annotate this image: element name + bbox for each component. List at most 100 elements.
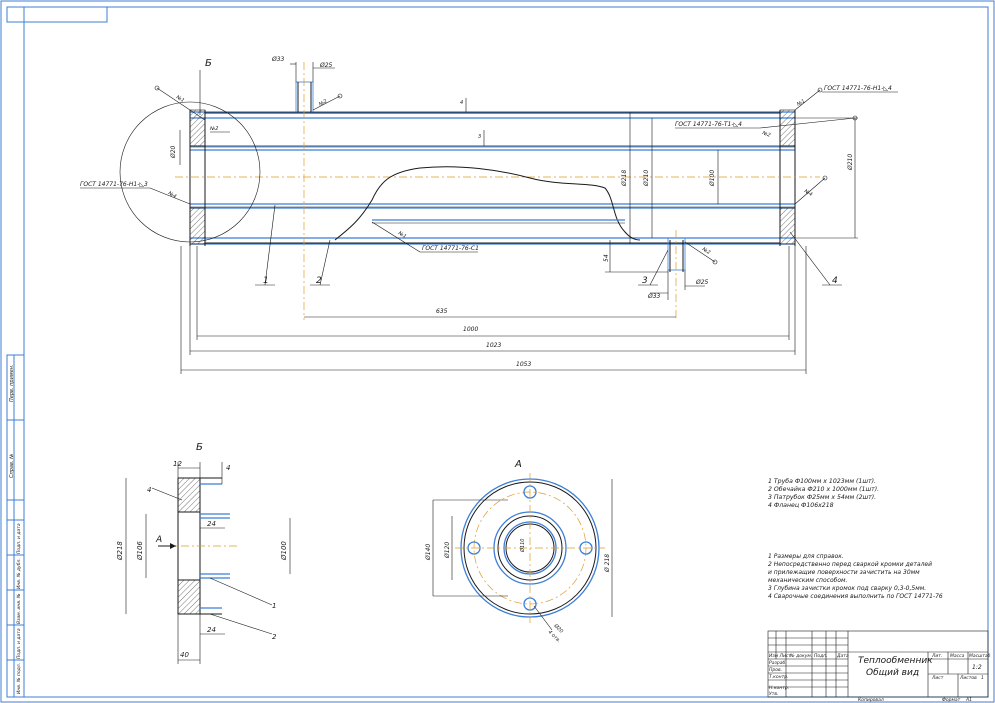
view-dim-d218: Ø 218 — [604, 554, 611, 573]
dim-h54: 54 — [603, 254, 610, 262]
gost-h1-right: ГОСТ 14771-76-Н1-◺4 — [824, 85, 892, 92]
weld-n2-a: №2 — [209, 126, 218, 132]
tb-lit: Лит. — [931, 653, 942, 659]
view-dim-d120: Ø120 — [444, 542, 451, 559]
gost-h1-left: ГОСТ 14771-76-Н1-◺3 — [80, 181, 148, 188]
parts-list-item: 2 Обечайка Ф210 х 1000мм (1шт). — [768, 485, 879, 493]
detail-dim-24-bot: 24 — [207, 626, 216, 634]
position-3: 3 — [642, 276, 648, 286]
parts-list-item: 4 Фланец Ф106х218 — [768, 502, 834, 509]
inv-dubl-label: Инв. № дубл. — [16, 558, 22, 589]
tb-tkontr: Т.контр. — [769, 674, 789, 680]
tb-date: Дата — [836, 653, 849, 659]
detail-pos-4: 4 — [147, 486, 151, 494]
dim-d20: Ø20 — [170, 145, 177, 159]
inv-podl-label: Инв. № подл. — [16, 663, 22, 694]
detail-dim-d106: Ø106 — [136, 541, 144, 561]
detail-b-title: Б — [196, 442, 203, 453]
note-line: и прилежащие поверхности зачистить на 30… — [768, 569, 920, 576]
note-line: 2 Непосредственно перед сваркой кромки д… — [768, 561, 932, 568]
tb-nkontr: Н.контр. — [769, 685, 789, 691]
gost-t1: ГОСТ 14771-76-Т1-◺4 — [675, 121, 742, 128]
weld-n1-b: №1 — [795, 98, 806, 108]
detail-pos-1: 1 — [272, 602, 276, 610]
dim-t4: 4 — [460, 100, 463, 106]
note-line: 1 Размеры для справок. — [768, 553, 844, 560]
detail-dim-24-top: 24 — [207, 520, 216, 528]
dim-d33-bot: Ø33 — [647, 293, 661, 300]
detail-dim-d100: Ø100 — [280, 541, 288, 561]
weld-n1-c: №1 — [396, 230, 407, 240]
dim-l1053: 1053 — [516, 361, 531, 368]
arrow-a-label: А — [155, 535, 162, 545]
weld-n4-a: №4 — [166, 190, 177, 200]
parts-list: 1 Труба Ф100мм х 1023мм (1шт). 2 Обечайк… — [768, 477, 879, 509]
tb-izm: Изм Лист — [769, 653, 791, 659]
perv-primen-label: Перв. примен. — [9, 364, 15, 402]
tb-format-value: А1 — [965, 697, 972, 703]
parts-list-item: 1 Труба Ф100мм х 1023мм (1шт). — [768, 477, 876, 485]
drawing-title: Теплообменник — [858, 656, 933, 666]
position-2: 2 — [316, 276, 322, 286]
weld-n4-b: №4 — [802, 188, 813, 198]
position-1: 1 — [263, 276, 269, 286]
tb-list: Лист — [931, 675, 944, 681]
main-dimensions: Ø33 Ø25 4 3 Ø218 Ø210 Ø100 Ø210 Ø20 54 Ø… — [170, 56, 858, 374]
tb-razrab: Разраб. — [769, 660, 787, 666]
view-dim-d110: Ø110 — [519, 539, 526, 553]
gost-c1: ГОСТ 14771-76-С1 — [422, 245, 479, 252]
tb-sign: Подп. — [814, 653, 828, 659]
note-line: механическим способом. — [768, 577, 848, 584]
parts-list-item: 3 Патрубок Ф25мм х 54мм (2шт). — [768, 493, 876, 501]
dim-l635: 635 — [436, 308, 448, 315]
detail-dim-40: 40 — [180, 651, 189, 659]
dim-t3: 3 — [478, 134, 481, 140]
dim-l1000: 1000 — [463, 326, 478, 333]
weld-n1-a: №1 — [174, 94, 185, 104]
tb-masshtab: Масштаб — [969, 653, 991, 659]
technical-notes: 1 Размеры для справок. 2 Непосредственно… — [768, 553, 943, 600]
tb-listov: Листов — [959, 675, 977, 681]
view-dim-d140: Ø140 — [425, 544, 432, 561]
detail-dim-d218: Ø218 — [116, 541, 124, 561]
tb-massa: Масса — [950, 653, 965, 659]
dim-d100: Ø100 — [709, 170, 716, 187]
tb-scale-value: 1:2 — [972, 664, 982, 671]
tb-listov-value: 1 — [981, 675, 984, 681]
tb-ndoc: № докум. — [789, 653, 812, 659]
main-assembly-view — [119, 62, 820, 320]
note-line: 4 Сварочные соединения выполнить по ГОСТ… — [768, 593, 943, 600]
dim-d33-top: Ø33 — [271, 56, 285, 63]
detail-dim-4: 4 — [226, 464, 230, 472]
weld-n2-c: №2 — [760, 130, 771, 139]
podp-data1-label: Подп. и дата — [16, 523, 22, 554]
dim-l1023: 1023 — [486, 342, 501, 349]
weld-n2-b: №2 — [317, 98, 328, 108]
section-b-label: Б — [205, 58, 212, 69]
dim-d25-bot: Ø25 — [695, 279, 709, 286]
tb-format: Формат — [942, 697, 961, 703]
tb-utv: Утв. — [769, 691, 778, 697]
detail-pos-2: 2 — [272, 633, 277, 641]
tb-prov: Пров. — [769, 667, 782, 673]
view-a-title: А — [514, 459, 522, 470]
dim-d25-top: Ø25 — [319, 62, 333, 69]
dim-d210-right: Ø210 — [847, 154, 854, 171]
drawing-subtitle: Общий вид — [866, 668, 919, 678]
weld-n2-d: №2 — [700, 246, 711, 256]
sprav-label: Справ. № — [9, 454, 15, 478]
dim-d218: Ø218 — [621, 170, 628, 187]
vzam-inv-label: Взам. инв. № — [16, 593, 22, 624]
dim-d210: Ø210 — [643, 170, 650, 187]
title-block: Изм Лист № докум. Подп. Дата Разраб. Про… — [767, 630, 991, 703]
podp-data2-label: Подп. и дата — [16, 628, 22, 659]
detail-b: Б 12 4 24 24 40 Ø218 Ø106 — [116, 442, 291, 664]
view-a: А Ø140 Ø120 Ø110 Ø 218 Ø20 4 отв. — [425, 459, 613, 644]
detail-dim-12: 12 — [173, 460, 182, 468]
weld-annotations: Б №1 №2 №2 ГОСТ 14771-76-Н1-◺3 №4 ГОСТ 1… — [80, 58, 898, 286]
position-4: 4 — [832, 276, 838, 286]
tb-kopiroval: Копировал — [858, 697, 884, 703]
note-line: 3 Глубина зачистки кромок под сварку 0,3… — [768, 585, 926, 592]
